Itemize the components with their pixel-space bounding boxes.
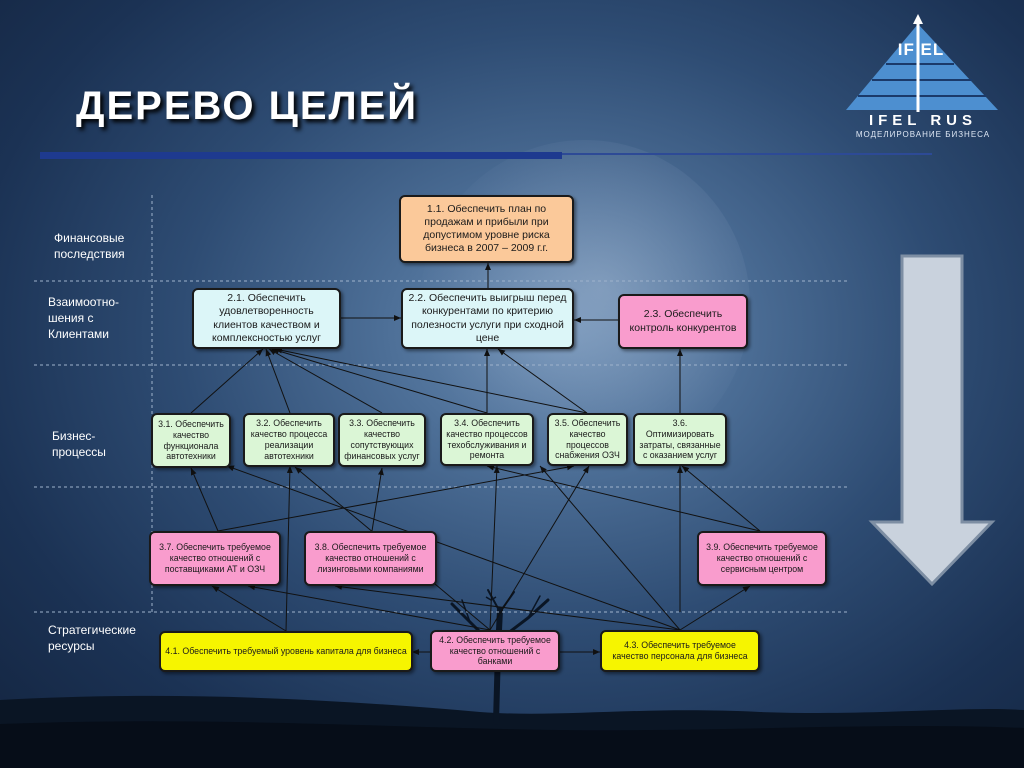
goal-node-3-1: 3.1. Обеспечить качество функционала авт… [151,413,231,468]
title-rule [562,153,932,155]
logo-pyramid-icon [846,14,998,112]
goal-node-3-8: 3.8. Обеспечить требуемое качество отнош… [304,531,437,586]
goal-node-3-6: 3.6. Оптимизировать затраты, связанные с… [633,413,727,466]
goal-node-3-2: 3.2. Обеспечить качество процесса реализ… [243,413,335,467]
edge-lines [190,263,761,655]
goal-node-2-3: 2.3. Обеспечить контроль конкурентов [618,294,748,349]
logo-brand-text: IFEL RUS [868,112,978,129]
goal-node-3-4: 3.4. Обеспечить качество процессов техоб… [440,413,534,466]
goal-node-2-1: 2.1. Обеспечить удовлетворенность клиент… [192,288,341,349]
goal-node-3-9: 3.9. Обеспечить требуемое качество отнош… [697,531,827,586]
row-label-resources: Стратегические ресурсы [48,623,136,653]
goal-node-3-7: 3.7. Обеспечить требуемое качество отнош… [149,531,281,586]
row-label-financial: Финансовые последствия [54,231,125,261]
title-underline [40,152,562,159]
goal-node-2-2: 2.2. Обеспечить выигрыш перед конкурента… [401,288,574,349]
goal-node-4-3: 4.3. Обеспечить требуемое качество персо… [600,630,760,672]
company-logo: IF EL IFEL RUS МОДЕЛИРОВАНИЕ БИЗНЕСА [838,14,1008,144]
goal-node-4-2: 4.2. Обеспечить требуемое качество отнош… [430,630,560,672]
row-label-processes: Бизнес- процессы [52,429,106,459]
row-label-clients: Взаимоотно- шения с Клиентами [48,295,120,341]
page-title: ДЕРЕВО ЦЕЛЕЙ [76,84,419,128]
goal-node-4-1: 4.1. Обеспечить требуемый уровень капита… [159,631,413,672]
logo-top-text: IF EL [897,40,945,59]
goal-node-3-3: 3.3. Обеспечить качество сопутствующих ф… [338,413,426,467]
goal-node-3-5: 3.5. Обеспечить качество процессов снабж… [547,413,628,466]
down-arrow-icon [868,254,996,587]
row-separators [34,280,850,613]
logo-tagline: МОДЕЛИРОВАНИЕ БИЗНЕСА [855,130,991,139]
goal-node-1-1: 1.1. Обеспечить план по продажам и прибы… [399,195,574,263]
